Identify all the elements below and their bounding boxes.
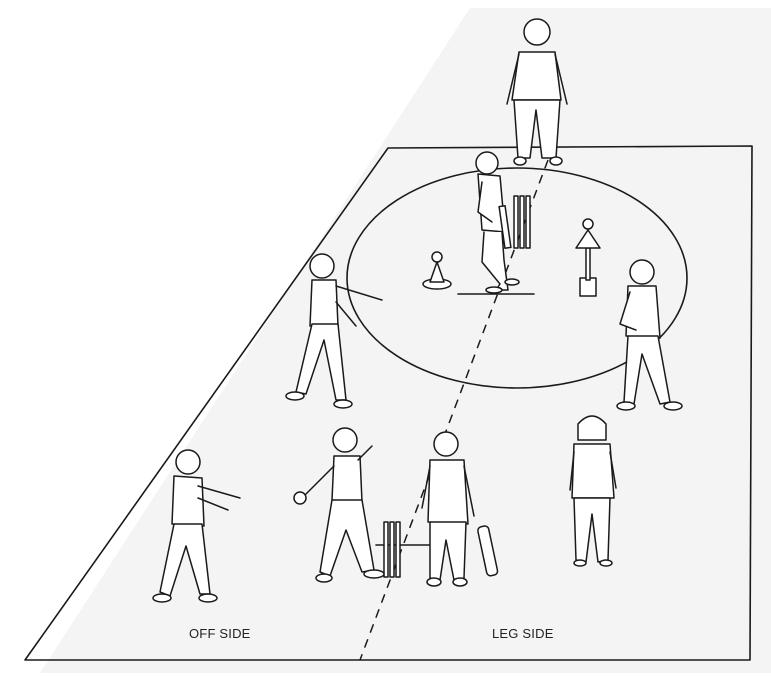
leg-side-label: LEG SIDE [492, 626, 554, 641]
off-side-label: OFF SIDE [189, 626, 251, 641]
wicket-bottom [384, 522, 400, 577]
wicket-top [514, 196, 530, 248]
